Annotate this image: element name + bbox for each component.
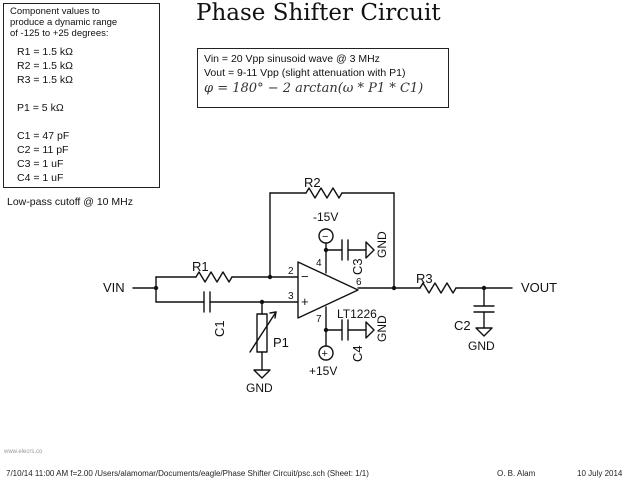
value-c1: C1 = 47 pF <box>17 130 70 142</box>
label-gnd-c2: GND <box>468 339 495 353</box>
label-c3: C3 <box>350 258 365 275</box>
opamp-lt1226 <box>297 261 359 319</box>
supply-pos-symbol: + <box>322 348 328 360</box>
value-c4: C4 = 1 uF <box>17 172 64 184</box>
value-r3: R3 = 1.5 kΩ <box>17 74 74 86</box>
value-r1: R1 = 1.5 kΩ <box>17 46 74 58</box>
supply-neg-symbol: − <box>322 231 328 243</box>
label-r1: R1 <box>192 259 209 274</box>
junction-out <box>391 285 397 291</box>
ground-symbol-c4 <box>365 321 375 339</box>
footer-date: 10 July 2014 <box>577 469 623 478</box>
lowpass-note: Low-pass cutoff @ 10 MHz <box>7 196 134 208</box>
label-opamp: LT1226 <box>337 307 377 321</box>
label-c4: C4 <box>350 345 365 362</box>
resistor-r3 <box>419 282 457 294</box>
spec-vout: Vout = 9-11 Vpp (slight attenuation with… <box>204 67 406 79</box>
watermark: www.elecrs.co <box>4 449 43 455</box>
label-vout: VOUT <box>521 280 557 295</box>
value-c2: C2 = 11 pF <box>17 144 69 156</box>
component-values-box: Component values to produce a dynamic ra… <box>3 3 160 188</box>
ground-symbol-c2 <box>475 327 493 337</box>
label-neg-supply: -15V <box>313 210 338 224</box>
label-vin: VIN <box>103 280 125 295</box>
supply-neg-terminal <box>318 228 334 244</box>
junction-p1 <box>259 299 265 305</box>
label-c1: C1 <box>212 320 227 337</box>
label-pin-6: 6 <box>356 277 362 288</box>
potentiometer-arrowhead <box>269 311 277 319</box>
phase-formula: φ = 180° − 2 arctan(ω * P1 * C1) <box>204 81 424 96</box>
value-p1: P1 = 5 kΩ <box>17 102 64 114</box>
label-pin-2: 2 <box>288 266 294 277</box>
label-pin-7: 7 <box>316 314 322 325</box>
label-gnd-p1: GND <box>246 381 273 395</box>
ground-symbol-c3 <box>365 241 375 259</box>
label-gnd-c4: GND <box>375 315 389 342</box>
page-title: Phase Shifter Circuit <box>196 0 441 26</box>
label-pin-3: 3 <box>288 291 294 302</box>
junction-c3 <box>323 247 329 253</box>
resistor-r2 <box>305 187 343 199</box>
components-heading-1: Component values to <box>10 6 100 17</box>
potentiometer-arrow <box>249 311 277 353</box>
label-gnd-c3: GND <box>375 231 389 258</box>
footer-info: 7/10/14 11:00 AM f=2.00 /Users/alamomar/… <box>6 469 369 478</box>
junction-feedback <box>267 274 273 280</box>
label-c2: C2 <box>454 318 471 333</box>
spec-vin: Vin = 20 Vpp sinusoid wave @ 3 MHz <box>204 53 380 65</box>
opamp-inverting-sign: − <box>301 269 309 284</box>
label-pos-supply: +15V <box>309 364 337 378</box>
value-r2: R2 = 1.5 kΩ <box>17 60 74 72</box>
footer-author: O. B. Alam <box>497 469 536 478</box>
label-r2: R2 <box>304 175 321 190</box>
opamp-noninverting-sign: + <box>301 294 309 309</box>
components-heading-2: produce a dynamic range <box>10 17 118 28</box>
ground-symbol-p1 <box>253 369 271 379</box>
supply-pos-terminal <box>318 345 334 361</box>
components-heading-3: of -125 to +25 degrees: <box>10 28 109 39</box>
resistor-r1 <box>195 271 233 283</box>
junction-c2 <box>481 285 487 291</box>
value-c3: C3 = 1 uF <box>17 158 64 170</box>
label-r3: R3 <box>416 271 433 286</box>
junction-c4 <box>323 327 329 333</box>
label-p1: P1 <box>273 335 289 350</box>
label-pin-4: 4 <box>316 258 322 269</box>
junction-vin <box>153 285 159 291</box>
footer: 7/10/14 11:00 AM f=2.00 /Users/alamomar/… <box>0 466 640 480</box>
spec-box: Vin = 20 Vpp sinusoid wave @ 3 MHz Vout … <box>197 48 449 108</box>
